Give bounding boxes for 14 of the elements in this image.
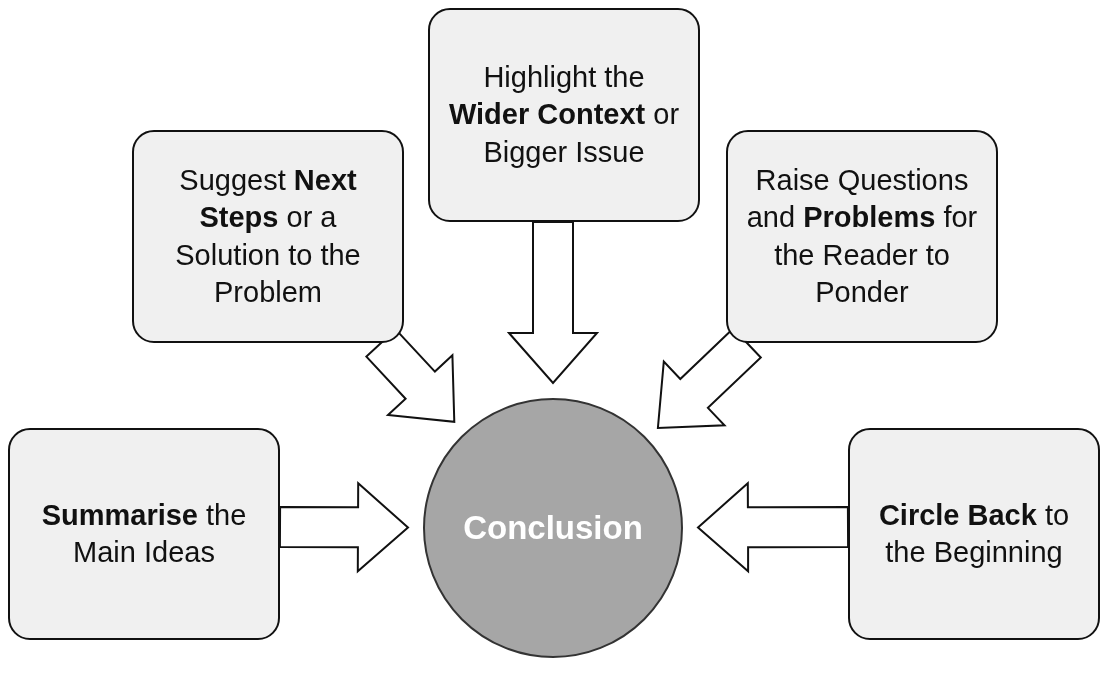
- node-text: Highlight the Wider Context or Bigger Issue: [447, 60, 681, 170]
- rounded-box: [726, 130, 998, 343]
- block-arrow: [278, 481, 410, 574]
- node-text: Suggest Next Steps or a Solution to the Problem: [174, 163, 362, 310]
- rounded-box: [132, 130, 404, 343]
- rounded-box: [8, 428, 280, 640]
- block-arrow: [506, 221, 600, 385]
- rounded-box: [848, 428, 1100, 640]
- node-text: Summarise the Main Ideas: [40, 497, 248, 570]
- block-arrow: [696, 481, 850, 574]
- node-text: Circle Back to the Beginning: [877, 497, 1071, 570]
- node-text: Conclusion: [463, 507, 643, 548]
- node-text: Raise Questions and Problems for the Reader to Ponder: [745, 163, 979, 310]
- rounded-box: [428, 8, 700, 222]
